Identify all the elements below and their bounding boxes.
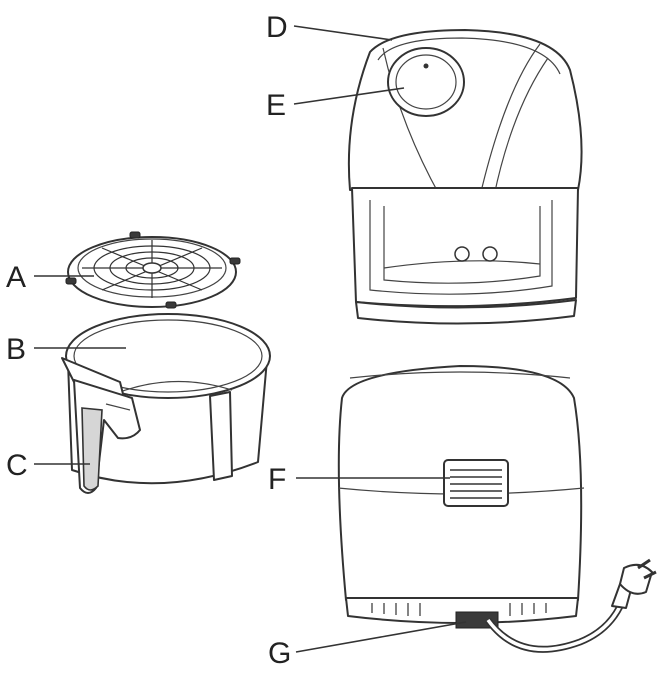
fryer-basket <box>61 313 271 485</box>
label-b: B <box>6 333 26 366</box>
air-outlet-vent <box>443 459 509 507</box>
label-f: F <box>268 463 286 496</box>
basket-handle <box>73 379 141 494</box>
label-c: C <box>6 449 28 482</box>
label-a: A <box>6 261 26 294</box>
main-unit-front <box>347 29 583 325</box>
label-g: G <box>268 637 291 670</box>
grill-rack <box>65 231 241 309</box>
power-plug <box>611 558 657 609</box>
label-d: D <box>266 11 288 44</box>
power-cord <box>485 600 626 653</box>
label-e: E <box>266 89 286 122</box>
control-dial <box>387 47 465 117</box>
leader-lines <box>34 25 467 653</box>
